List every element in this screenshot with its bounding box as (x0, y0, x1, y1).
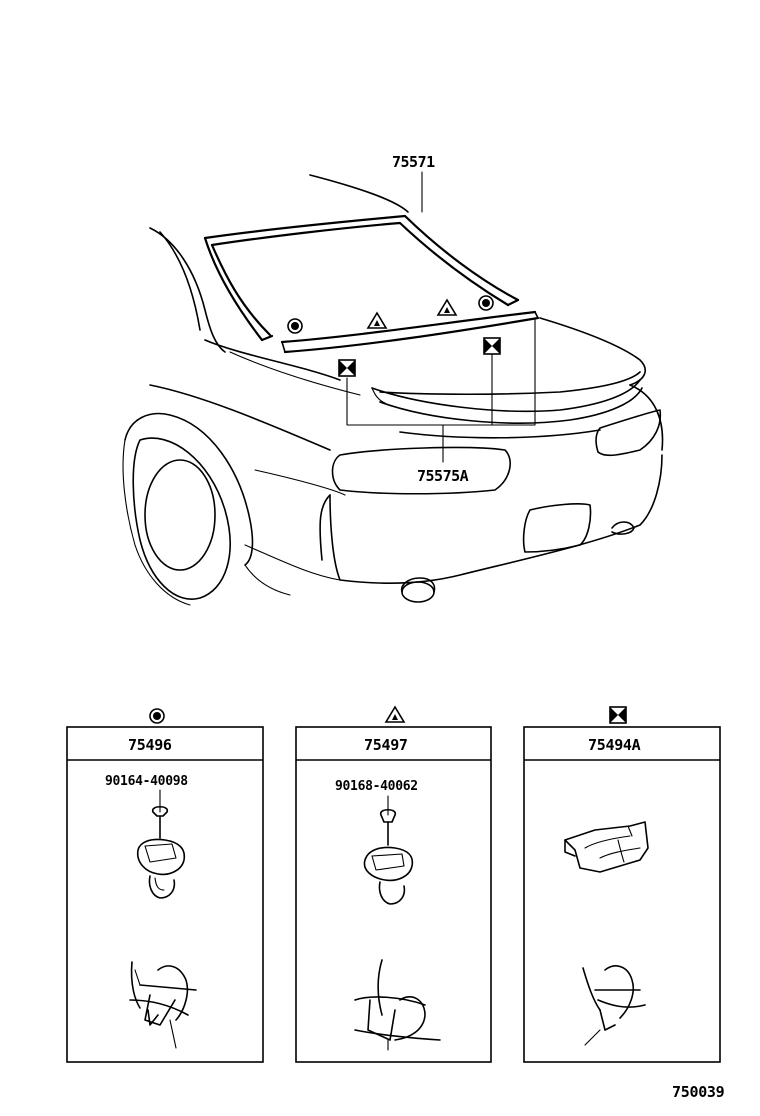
bowtie-square-symbol (483, 337, 501, 355)
sub-part-number: 90168-40062 (335, 779, 418, 794)
circle-symbol (149, 708, 165, 724)
detail-box-2: 75497 90168-40062 (295, 705, 492, 1063)
callout-75571: 75571 (392, 153, 435, 171)
part-number: 75496 (128, 736, 172, 754)
triangle-symbol (366, 311, 388, 329)
triangle-symbol (384, 705, 406, 723)
retainer-clip-drawing (564, 821, 649, 873)
figure-id: 750039 (672, 1083, 725, 1101)
circle-symbol (287, 318, 303, 334)
circle-symbol (478, 295, 494, 311)
clip-install-drawing (582, 965, 646, 1046)
screw-clip-drawing (363, 795, 414, 905)
callout-75575a: 75575A (417, 467, 469, 485)
screw-clip-drawing (136, 789, 186, 899)
car-rear-illustration (122, 174, 664, 606)
detail-box-3: 75494A (523, 706, 721, 1063)
car-clip-markers (287, 295, 501, 377)
clip-install-drawing (354, 959, 441, 1051)
sub-part-number: 90164-40098 (105, 774, 188, 789)
part-number: 75494A (588, 736, 641, 754)
bowtie-square-symbol (338, 359, 356, 377)
bowtie-square-symbol (609, 706, 627, 724)
part-number: 75497 (364, 736, 408, 754)
detail-box-1: 75496 90164-40098 (66, 708, 264, 1063)
rear-window-molding (203, 214, 540, 354)
triangle-symbol (436, 298, 458, 316)
leader-lines (346, 171, 536, 463)
clip-install-drawing (129, 961, 197, 1049)
